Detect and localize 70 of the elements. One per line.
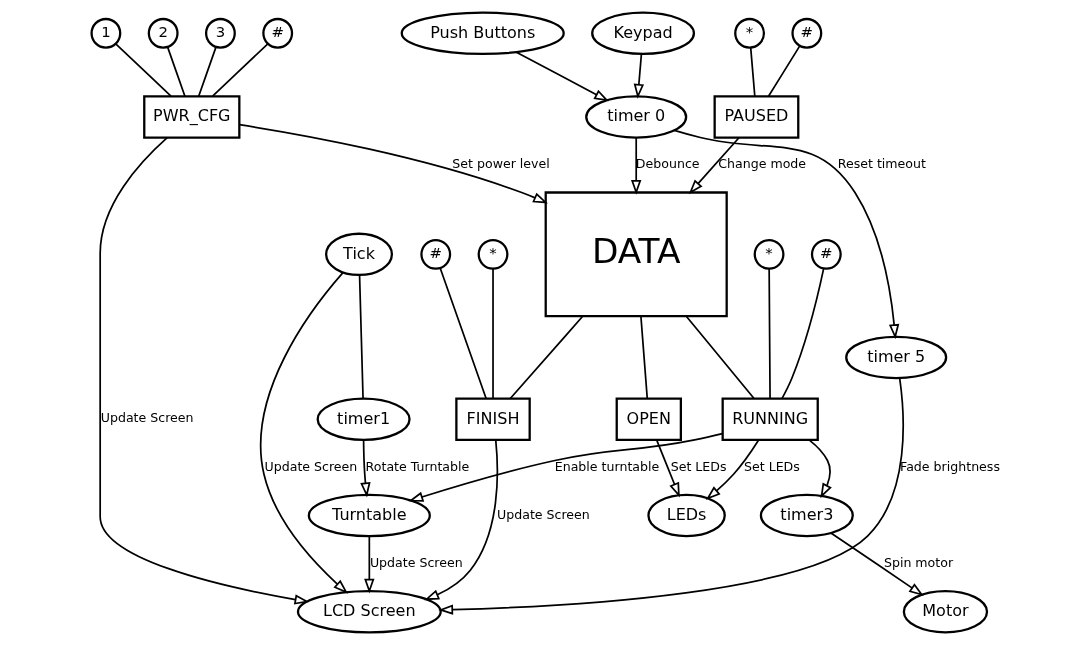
node-box: PWR_CFG: [142, 95, 240, 139]
node-box: DATA: [544, 191, 728, 318]
edge-label: Update Screen: [496, 506, 590, 522]
node-circle: #: [419, 238, 451, 270]
node-ellipse: timer1: [316, 397, 411, 442]
arrow: [630, 136, 641, 195]
edge-label: Update Screen: [369, 554, 463, 570]
arrow: [437, 377, 904, 615]
node-box: FINISH: [454, 397, 531, 442]
arrow: [633, 53, 644, 99]
node-circle: 1: [89, 17, 121, 49]
node-circle: 3: [204, 17, 236, 49]
node-circle: *: [733, 17, 765, 49]
edge-label: Set LEDs: [743, 458, 800, 474]
edge-label: Spin motor: [883, 554, 953, 570]
node-ellipse: LEDs: [646, 493, 726, 538]
connector: [491, 267, 494, 400]
node-ellipse: Motor: [902, 589, 988, 634]
edge-label: Enable turntable: [554, 458, 659, 474]
connector: [749, 47, 756, 98]
edge-label: Fade brightness: [899, 458, 1000, 474]
arrow: [359, 439, 371, 498]
node-circle: #: [261, 17, 293, 49]
connector: [780, 267, 824, 400]
arrow: [807, 439, 832, 499]
arrow: [407, 432, 723, 502]
connector: [166, 46, 186, 98]
arrow: [655, 439, 680, 498]
edge-label: Debounce: [635, 156, 700, 172]
node-ellipse: Push Buttons: [400, 11, 565, 56]
arrow: [259, 272, 348, 594]
node-circle: *: [753, 238, 784, 270]
connector: [358, 274, 364, 400]
node-box: RUNNING: [721, 397, 819, 442]
arrow: [705, 439, 759, 500]
arrow: [829, 532, 924, 596]
connector: [211, 42, 269, 97]
arrow: [238, 123, 548, 204]
connector: [438, 267, 487, 400]
connector: [767, 45, 800, 98]
node-ellipse: timer3: [759, 493, 854, 538]
arrow: [98, 136, 309, 605]
edge-label: Set power level: [451, 156, 550, 172]
edge-label: Update Screen: [100, 410, 194, 426]
arrow: [363, 535, 375, 594]
node-box: PAUSED: [713, 95, 799, 139]
node-circle: 2: [147, 17, 179, 49]
node-ellipse: timer 0: [584, 95, 687, 139]
node-ellipse: Keypad: [590, 11, 695, 56]
connector: [114, 42, 172, 97]
edge-label: Rotate Turntable: [365, 458, 469, 474]
arrow: [423, 439, 498, 601]
connector: [639, 315, 648, 400]
node-box: OPEN: [615, 397, 682, 442]
connector: [197, 46, 217, 98]
connector: [508, 315, 583, 400]
connector: [767, 267, 771, 400]
edge-label: Change mode: [717, 156, 806, 172]
node-circle: #: [790, 17, 822, 49]
edge-label: Update Screen: [264, 458, 357, 474]
arrow: [672, 129, 899, 340]
node-ellipse: Tick: [324, 232, 393, 277]
arrow: [688, 136, 740, 195]
node-ellipse: timer 5: [844, 335, 947, 380]
connector: [685, 315, 755, 400]
node-circle: #: [810, 238, 842, 270]
edge-label: Reset timeout: [837, 156, 926, 172]
edge-label: Set LEDs: [670, 458, 727, 474]
arrow: [515, 51, 609, 102]
node-circle: *: [477, 238, 508, 270]
